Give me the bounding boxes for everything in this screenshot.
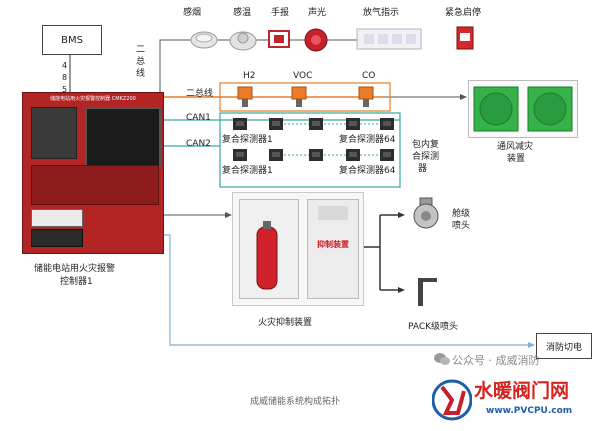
heat-detector-icon (229, 31, 257, 51)
suppression-device: 抑制装置 (232, 192, 364, 306)
emergency-stop-icon (456, 26, 474, 50)
suppression-label: 火灾抑制装置 (258, 318, 313, 328)
suppression-arrow (225, 212, 232, 218)
h2-detector-icon (237, 86, 253, 107)
composite-detector-icon (346, 149, 360, 161)
diagram-caption: 成威储能系统构成拓扑 (250, 397, 341, 407)
label-strobe: 声光 (308, 8, 327, 18)
pack-detector-label-1: 包内复 (412, 140, 440, 150)
composite-detector-icon (309, 118, 323, 130)
fire-cut-box: 消防切电 (536, 333, 592, 359)
fire-cut-line (160, 234, 528, 346)
panel-keypad-left (31, 107, 77, 159)
site-logo-icon (432, 379, 472, 421)
nozzle-label-2: 喷头 (452, 221, 471, 231)
rs485-8: 8 (62, 73, 68, 82)
panel-slot (31, 229, 83, 247)
pack-detector-label-2: 合探测 (412, 152, 440, 162)
cabinet-panel (318, 206, 348, 220)
pack-detector-label-3: 器 (418, 164, 428, 174)
composite-detector-icon (269, 118, 283, 130)
pack-nozzle-icon (418, 278, 437, 306)
bus-vertical-2: 总 (136, 57, 146, 67)
ventilation-device (468, 80, 578, 138)
composite-detector-icon (233, 149, 247, 161)
fan-label-2: 装置 (507, 154, 526, 164)
gas-release-sign-icon (356, 28, 422, 50)
manual-call-point-icon (268, 30, 290, 48)
label-voc: VOC (293, 71, 313, 81)
smoke-detector-icon (190, 31, 218, 49)
site-logo-url: www.PVCPU.com (486, 406, 573, 416)
composite-detector-icon (269, 149, 283, 161)
bus-line-top (159, 39, 420, 95)
voc-detector-icon (291, 86, 307, 107)
composite-detector-icon (233, 118, 247, 130)
panel-screen (85, 107, 161, 167)
label-heat: 感温 (233, 8, 252, 18)
rs485-4: 4 (62, 61, 68, 70)
can2-label: CAN2 (186, 139, 211, 149)
cabin-nozzle-icon (413, 197, 439, 229)
label-release: 放气指示 (363, 8, 400, 18)
pack-nozzle-label: PACK级喷头 (408, 322, 459, 332)
bus-vertical-3: 线 (136, 69, 146, 79)
label-smoke: 感烟 (183, 8, 202, 18)
detector-row2-last: 复合探测器64 (339, 166, 396, 176)
composite-detector-icon (309, 149, 323, 161)
nozzle-arrow-bottom (398, 287, 405, 293)
bms-label: BMS (61, 34, 83, 46)
controller-label-2: 控制器1 (60, 277, 93, 287)
fan-icon (473, 86, 573, 132)
gas-box (219, 82, 391, 112)
panel-header: 储能电站用火灾报警控制器 CMKZ200 (50, 96, 136, 102)
wechat-watermark: 公众号 · 成威消防 (452, 354, 540, 367)
cabinet-label: 抑制装置 (317, 240, 349, 249)
label-co: CO (362, 71, 376, 81)
label-emergency: 紧急启停 (445, 8, 482, 18)
site-logo-text: 水暖阀门网 (474, 380, 570, 402)
label-h2: H2 (243, 71, 256, 81)
can-detector-box (219, 112, 401, 188)
detector-row2-first: 复合探测器1 (222, 166, 273, 176)
bus-vertical-1: 二 (136, 45, 146, 55)
bus-label: 二总线 (186, 89, 214, 99)
rs485-5: 5 (62, 85, 68, 94)
detector-row1-first: 复合探测器1 (222, 135, 273, 145)
controller-label-1: 储能电站用火灾报警 (34, 264, 116, 274)
bms-box: BMS (42, 25, 102, 55)
fire-alarm-controller: 储能电站用火灾报警控制器 CMKZ200 (22, 92, 164, 254)
composite-detector-icon (380, 118, 394, 130)
nozzle-arrow-top (398, 212, 405, 218)
fan-label-1: 通风减灾 (497, 142, 534, 152)
cabinet-right: 抑制装置 (307, 199, 359, 299)
fan-arrow (460, 94, 467, 100)
fire-extinguisher-cylinder-icon (256, 221, 278, 290)
can1-label: CAN1 (186, 113, 211, 123)
strobe-icon (304, 28, 328, 52)
fire-cut-label: 消防切电 (545, 342, 582, 353)
nozzle-label-1: 舱级 (452, 209, 471, 219)
fire-cut-arrow (528, 342, 535, 348)
wechat-icon (434, 353, 450, 365)
composite-detector-icon (346, 118, 360, 130)
co-detector-icon (358, 86, 374, 107)
composite-detector-icon (380, 149, 394, 161)
label-manual: 手报 (271, 8, 290, 18)
detector-row1-last: 复合探测器64 (339, 135, 396, 145)
panel-printer (31, 209, 83, 227)
panel-button-array (31, 165, 159, 205)
